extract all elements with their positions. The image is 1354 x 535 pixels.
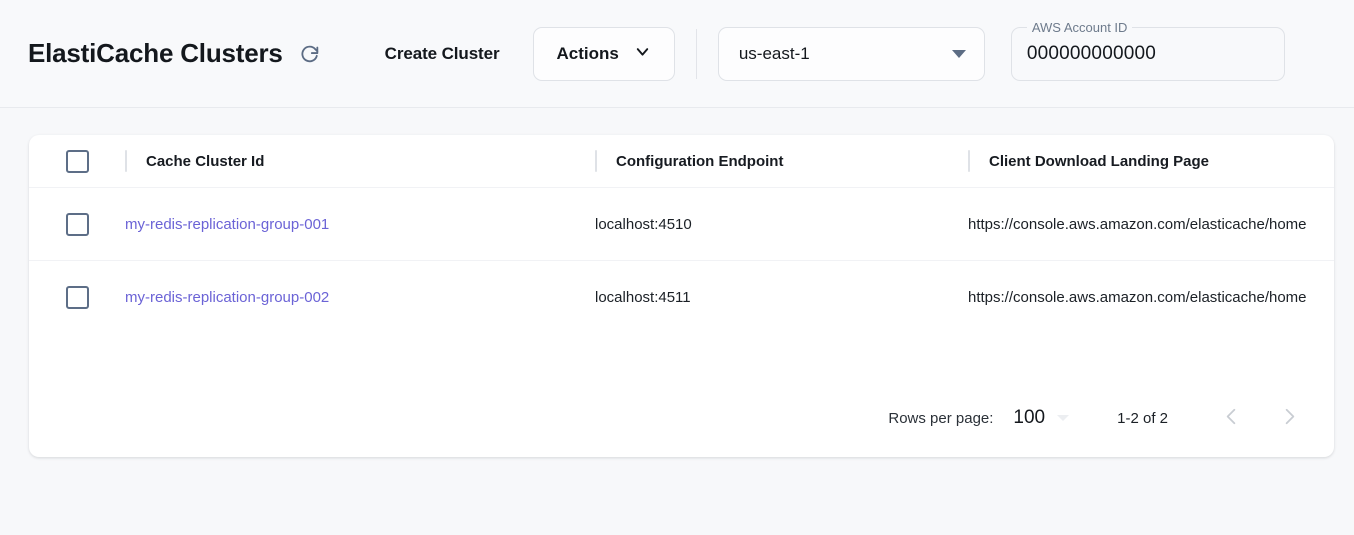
table-header: Cache Cluster Id Configuration Endpoint … — [29, 135, 1334, 188]
cell-configuration-endpoint: localhost:4511 — [595, 260, 968, 334]
pagination-range-label: 1-2 of 2 — [1117, 409, 1168, 427]
column-header-label: Configuration Endpoint — [616, 152, 784, 170]
cell-cache-cluster-id: my-redis-replication-group-001 — [125, 187, 595, 261]
region-select-value: us-east-1 — [738, 43, 810, 63]
next-page-button[interactable] — [1266, 395, 1312, 441]
table-row: my-redis-replication-group-001 localhost… — [29, 187, 1334, 261]
rows-per-page-label: Rows per page: — [888, 409, 994, 427]
rows-per-page-value: 100 — [1013, 407, 1046, 428]
rows-per-page-select[interactable]: 100 — [1013, 407, 1070, 429]
previous-page-button[interactable] — [1208, 395, 1254, 441]
column-header-client-download-landing-page[interactable]: Client Download Landing Page — [968, 135, 1334, 188]
select-all-cell — [29, 135, 125, 188]
title-group: ElastiCache Clusters — [28, 38, 323, 69]
column-header-cache-cluster-id[interactable]: Cache Cluster Id — [125, 135, 595, 188]
clusters-card: Cache Cluster Id Configuration Endpoint … — [29, 135, 1334, 457]
table-body: my-redis-replication-group-001 localhost… — [29, 187, 1334, 334]
cell-client-download-landing-page: https://console.aws.amazon.com/elasticac… — [968, 260, 1334, 334]
cell-client-download-landing-page: https://console.aws.amazon.com/elasticac… — [968, 187, 1334, 261]
cluster-link[interactable]: my-redis-replication-group-002 — [125, 288, 330, 306]
chevron-right-icon — [1278, 405, 1301, 431]
row-select-cell — [29, 260, 125, 334]
actions-button[interactable]: Actions — [533, 26, 675, 81]
row-select-cell — [29, 187, 125, 261]
caret-down-icon — [951, 49, 966, 58]
aws-account-id-value: 000000000000 — [1026, 42, 1157, 64]
column-header-label: Client Download Landing Page — [989, 152, 1210, 170]
chevron-left-icon — [1220, 405, 1243, 431]
chevron-down-icon — [633, 42, 652, 66]
page-title: ElastiCache Clusters — [28, 38, 283, 68]
table-row: my-redis-replication-group-002 localhost… — [29, 260, 1334, 334]
column-header-label: Cache Cluster Id — [146, 152, 265, 170]
aws-account-id-field[interactable]: AWS Account ID 000000000000 — [1010, 21, 1285, 81]
refresh-icon[interactable] — [297, 41, 323, 67]
row-checkbox[interactable] — [65, 212, 89, 236]
caret-down-icon — [1057, 415, 1070, 421]
cell-configuration-endpoint: localhost:4510 — [595, 187, 968, 261]
cluster-link[interactable]: my-redis-replication-group-001 — [125, 215, 330, 233]
column-divider — [968, 150, 970, 172]
select-all-checkbox[interactable] — [65, 149, 89, 173]
pagination-bar: Rows per page: 100 1-2 of 2 — [29, 379, 1334, 457]
column-divider — [125, 150, 127, 172]
column-header-configuration-endpoint[interactable]: Configuration Endpoint — [595, 135, 968, 188]
header-divider — [695, 28, 697, 79]
create-cluster-button[interactable]: Create Cluster — [384, 43, 500, 63]
cell-cache-cluster-id: my-redis-replication-group-002 — [125, 260, 595, 334]
row-checkbox[interactable] — [65, 285, 89, 309]
column-divider — [595, 150, 597, 172]
clusters-table: Cache Cluster Id Configuration Endpoint … — [29, 135, 1334, 334]
app-header: ElastiCache Clusters Create Cluster Acti… — [0, 0, 1354, 108]
region-select[interactable]: us-east-1 — [717, 26, 985, 81]
table-header-row: Cache Cluster Id Configuration Endpoint … — [29, 135, 1334, 188]
actions-button-label: Actions — [556, 43, 619, 63]
